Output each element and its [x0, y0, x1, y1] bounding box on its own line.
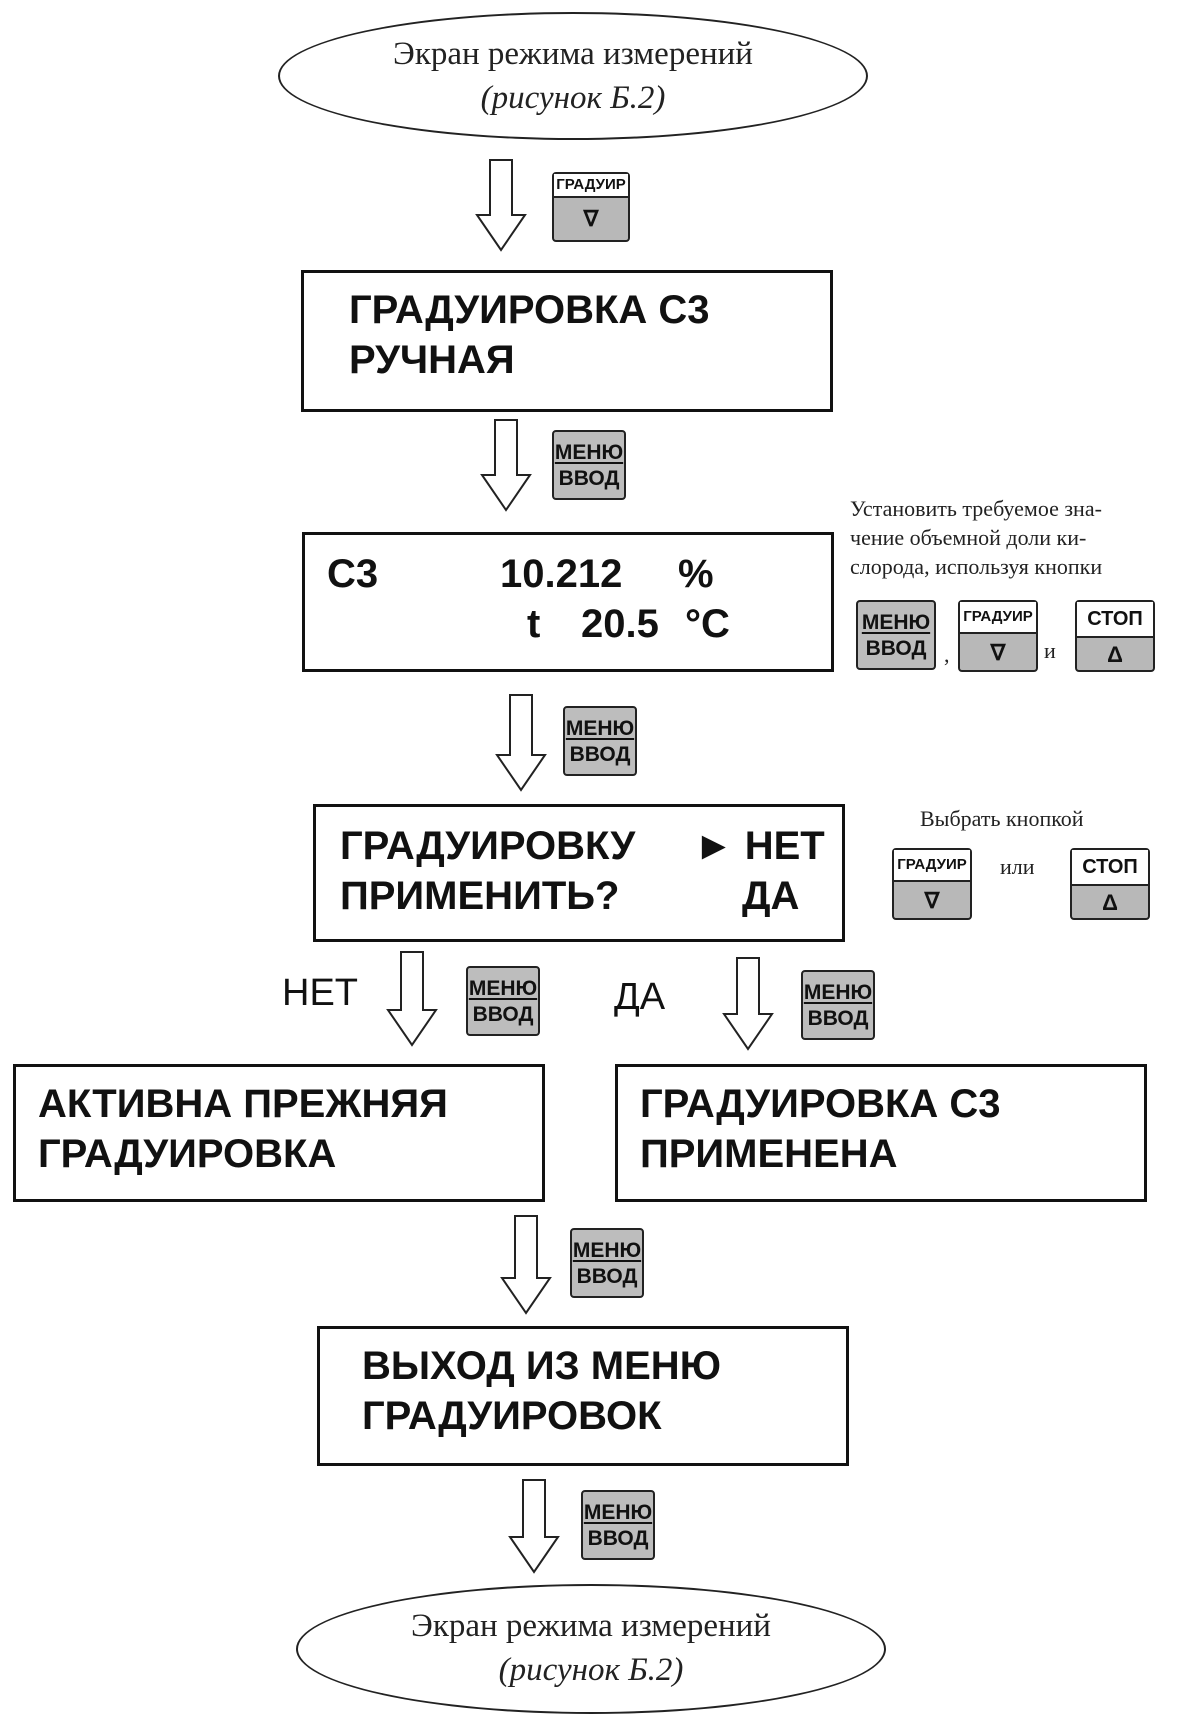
- note1-line2: чение объемной доли ки-: [850, 525, 1087, 550]
- up-triangle-icon: Δ: [1107, 642, 1123, 667]
- box3-option-yes: ДА: [742, 874, 800, 918]
- up-triangle-icon: Δ: [1102, 890, 1118, 915]
- box3-line1: ГРАДУИРОВКУ: [340, 824, 636, 868]
- down-arrow-no: [386, 951, 438, 1047]
- menu-key-bottom: ВВОД: [558, 467, 620, 490]
- grad-key-label: ГРАДУИР: [894, 850, 970, 882]
- menu-key-top: МЕНЮ: [572, 1239, 642, 1262]
- box6-line2: ГРАДУИРОВОК: [362, 1394, 662, 1438]
- box1-line1: ГРАДУИРОВКА С3: [349, 288, 710, 332]
- box2-t-label: t: [527, 602, 541, 646]
- grad-key-label: ГРАДУИР: [554, 174, 628, 198]
- menu-key-top: МЕНЮ: [468, 977, 538, 1000]
- note1-line3: слорода, используя кнопки: [850, 554, 1103, 579]
- menu-enter-key: МЕНЮ ВВОД: [581, 1490, 655, 1560]
- down-arrow-2: [480, 419, 532, 512]
- box5-line2: ПРИМЕНЕНА: [640, 1132, 898, 1176]
- menu-enter-key-note: МЕНЮ ВВОД: [856, 600, 936, 670]
- menu-key-bottom: ВВОД: [807, 1007, 869, 1030]
- box2-value: 10.212: [500, 552, 623, 596]
- instruction-choose: Выбрать кнопкой: [920, 806, 1084, 831]
- end-title: Экран режима измерений: [411, 1608, 771, 1644]
- end-ref: (рисунок Б.2): [498, 1652, 684, 1688]
- menu-key-bottom: ВВОД: [569, 743, 631, 766]
- screen-calibration-applied: ГРАДУИРОВКА С3 ПРИМЕНЕНА: [615, 1064, 1147, 1202]
- down-arrow-yes: [722, 957, 774, 1051]
- menu-key-top: МЕНЮ: [583, 1501, 653, 1524]
- menu-key-bottom: ВВОД: [472, 1003, 534, 1026]
- menu-enter-key-no: МЕНЮ ВВОД: [466, 966, 540, 1036]
- down-arrow-1: [475, 159, 527, 252]
- menu-key-top: МЕНЮ: [554, 441, 624, 464]
- box5-line1: ГРАДУИРОВКА С3: [640, 1082, 1001, 1126]
- menu-key-top: МЕНЮ: [861, 611, 931, 634]
- branch-no-label: НЕТ: [282, 972, 358, 1014]
- stop-key-label: СТОП: [1072, 850, 1148, 886]
- box4-line1: АКТИВНА ПРЕЖНЯЯ: [38, 1082, 448, 1126]
- box6-line1: ВЫХОД ИЗ МЕНЮ: [362, 1344, 721, 1388]
- box3-line2: ПРИМЕНИТЬ?: [340, 874, 620, 918]
- grad-key: ГРАДУИР ∇: [552, 172, 630, 242]
- note1-line1: Установить требуемое зна-: [850, 496, 1102, 521]
- screen-apply-calibration: ГРАДУИРОВКУ ПРИМЕНИТЬ? ► НЕТ ДА: [313, 804, 845, 942]
- box2-t-value: 20.5: [581, 602, 659, 646]
- box2-label: С3: [327, 552, 379, 596]
- menu-key-top: МЕНЮ: [565, 717, 635, 740]
- instruction-set-value: Установить требуемое зна- чение объемной…: [850, 494, 1170, 581]
- box3-option-no: ► НЕТ: [694, 824, 825, 868]
- box4-line2: ГРАДУИРОВКА: [38, 1132, 337, 1176]
- down-triangle-icon: ∇: [583, 206, 599, 231]
- box1-line2: РУЧНАЯ: [349, 338, 515, 382]
- screen-calibration-manual: ГРАДУИРОВКА С3 РУЧНАЯ: [301, 270, 833, 412]
- down-arrow-3: [495, 694, 547, 792]
- branch-yes-label: ДА: [614, 976, 666, 1018]
- down-triangle-icon: ∇: [990, 640, 1006, 665]
- menu-key-bottom: ВВОД: [587, 1527, 649, 1550]
- note1-comma: ,: [944, 642, 950, 667]
- grad-key-note: ГРАДУИР ∇: [958, 600, 1038, 672]
- start-title: Экран режима измерений: [393, 36, 753, 72]
- menu-key-bottom: ВВОД: [576, 1265, 638, 1288]
- end-measurement-screen: Экран режима измерений (рисунок Б.2): [296, 1584, 886, 1714]
- menu-enter-key: МЕНЮ ВВОД: [570, 1228, 644, 1298]
- menu-enter-key-yes: МЕНЮ ВВОД: [801, 970, 875, 1040]
- menu-key-bottom: ВВОД: [865, 637, 927, 660]
- note1-and: и: [1044, 638, 1056, 663]
- start-measurement-screen: Экран режима измерений (рисунок Б.2): [278, 12, 868, 140]
- down-triangle-icon: ∇: [924, 888, 940, 913]
- note2-or: или: [1000, 854, 1035, 879]
- down-arrow-5: [508, 1479, 560, 1574]
- menu-enter-key: МЕНЮ ВВОД: [563, 706, 637, 776]
- menu-key-top: МЕНЮ: [803, 981, 873, 1004]
- stop-key-label: СТОП: [1077, 602, 1153, 638]
- box2-t-unit: °C: [685, 602, 730, 646]
- menu-enter-key: МЕНЮ ВВОД: [552, 430, 626, 500]
- screen-exit-calibration-menu: ВЫХОД ИЗ МЕНЮ ГРАДУИРОВОК: [317, 1326, 849, 1466]
- grad-key-choose: ГРАДУИР ∇: [892, 848, 972, 920]
- screen-previous-calibration: АКТИВНА ПРЕЖНЯЯ ГРАДУИРОВКА: [13, 1064, 545, 1202]
- screen-set-value: С3 10.212 % t 20.5 °C: [302, 532, 834, 672]
- grad-key-label: ГРАДУИР: [960, 602, 1036, 634]
- box2-unit: %: [678, 552, 714, 596]
- stop-key-note: СТОП Δ: [1075, 600, 1155, 672]
- down-arrow-4: [500, 1215, 552, 1315]
- stop-key-choose: СТОП Δ: [1070, 848, 1150, 920]
- start-ref: (рисунок Б.2): [480, 80, 666, 116]
